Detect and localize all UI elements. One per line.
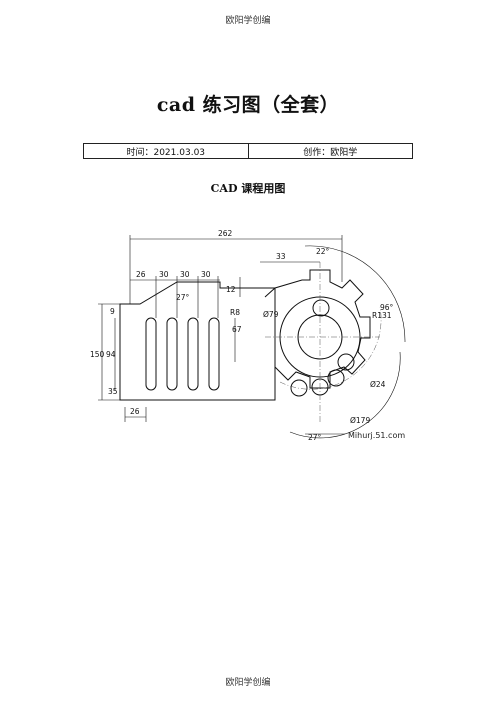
dim-33: 33 (276, 252, 286, 261)
dim-26b: 26 (130, 407, 140, 416)
dim-d179: Ø179 (350, 416, 370, 425)
dim-d24: Ø24 (370, 380, 386, 389)
dim-d79: Ø79 (263, 310, 279, 319)
dim-9: 9 (110, 307, 115, 316)
hole-1 (312, 299, 330, 317)
time-cell: 时间：2021.03.03 (83, 143, 249, 159)
dim-r8: R8 (230, 308, 240, 317)
slot-2 (166, 317, 178, 391)
slot-3 (187, 317, 199, 391)
plate-outline (119, 281, 276, 401)
dim-94: 94 (106, 350, 116, 359)
hole-5 (290, 379, 308, 397)
gear-outline (264, 269, 371, 389)
dim-30c: 30 (201, 270, 211, 279)
dim-30a: 30 (159, 270, 169, 279)
info-table: 时间：2021.03.03 创作：欧阳学 (83, 143, 413, 159)
dim-12: 12 (226, 285, 236, 294)
watermark: Mihurj.51.com (348, 431, 405, 440)
dim-30b: 30 (180, 270, 190, 279)
author-cell: 创作：欧阳学 (247, 143, 413, 159)
dim-22deg: 22° (316, 247, 330, 256)
hole-2 (337, 353, 355, 371)
dim-26a: 26 (136, 270, 146, 279)
dim-27deg: 27° (176, 293, 190, 302)
page-header: 欧阳学创编 (225, 16, 271, 26)
slot-4 (208, 317, 220, 391)
dim-96deg: 96° (380, 303, 394, 312)
cad-drawing: 262 33 22° 26 30 30 30 27° 12 9 R8 Ø79 9… (80, 222, 410, 450)
cad-drawing-svg: 262 33 22° 26 30 30 30 27° 12 9 R8 Ø79 9… (90, 229, 405, 442)
document-title: cad 练习图（全套） (156, 94, 340, 116)
dim-67: 67 (232, 325, 242, 334)
page-footer: 欧阳学创编 (225, 678, 271, 688)
dim-150: 150 (90, 350, 105, 359)
slot-1 (145, 317, 157, 391)
drawing-subtitle: CAD 课程用图 (210, 182, 286, 195)
dim-27degb: 27° (308, 433, 322, 442)
dim-r131: R131 (372, 311, 392, 320)
dim-262: 262 (218, 229, 233, 238)
hole-3 (327, 369, 345, 387)
dim-35: 35 (108, 387, 118, 396)
